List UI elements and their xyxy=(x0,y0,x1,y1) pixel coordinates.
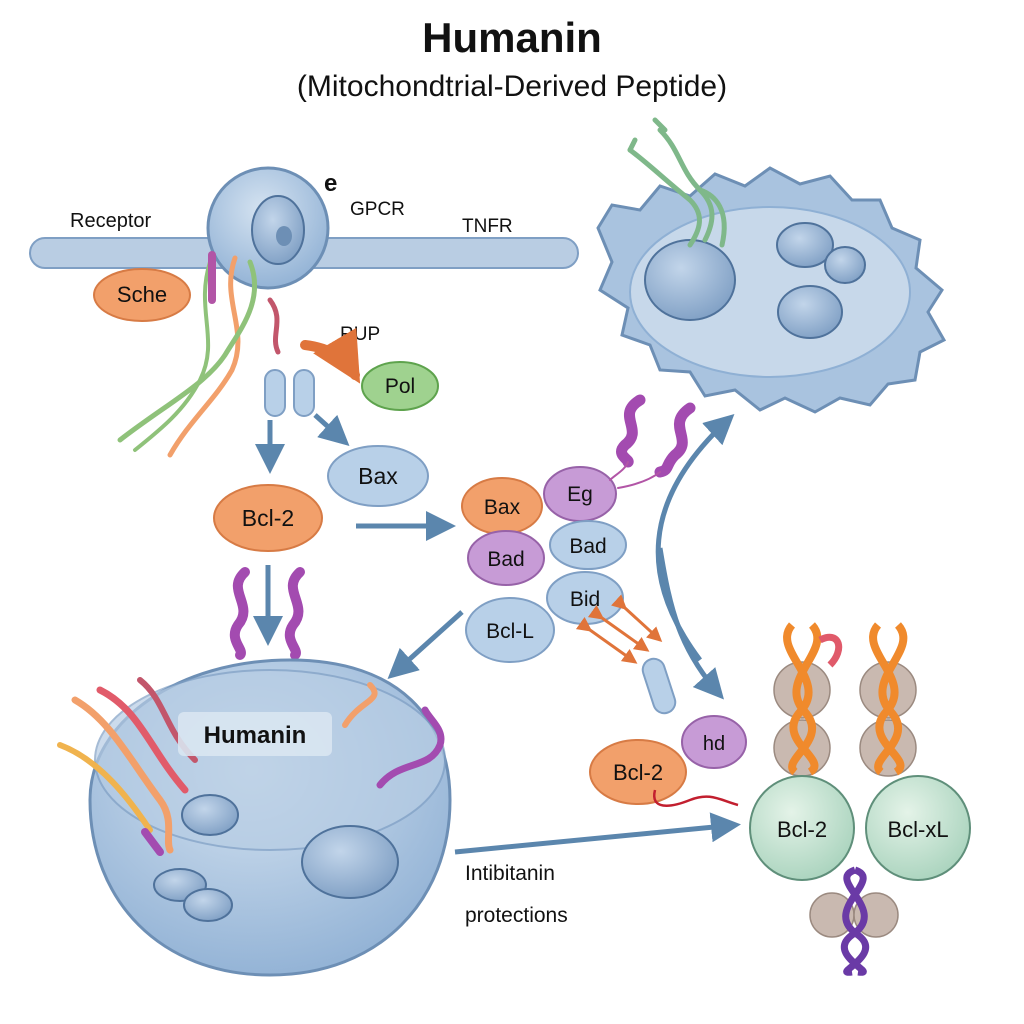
label-tnfr: TNFR xyxy=(462,216,513,237)
arrow-down-to-proteins xyxy=(657,547,724,700)
node-bad-blue: Bad xyxy=(549,520,627,570)
node-bax-cluster: Bax xyxy=(461,477,543,535)
humanin-label: Humanin xyxy=(204,722,307,749)
node-hd-label: hd xyxy=(703,733,725,755)
receptor-fibers xyxy=(117,251,281,458)
fiber-green xyxy=(117,259,258,443)
node-bid-label: Bid xyxy=(570,588,600,611)
label-e: e xyxy=(324,170,337,197)
label-protections: protections xyxy=(465,904,568,927)
label-intibitanin: Intibitanin xyxy=(465,862,555,885)
label-receptor: Receptor xyxy=(70,210,151,232)
node-bcl2-left-label: Bcl-2 xyxy=(242,505,294,531)
node-hd: hd xyxy=(681,715,747,769)
arrow-to-big-cell xyxy=(387,610,464,680)
node-bad-blue-label: Bad xyxy=(569,535,606,558)
capsule-pair xyxy=(264,369,315,417)
node-bcl-xl: Bcl-xL xyxy=(865,775,971,881)
node-bax-top: Bax xyxy=(327,445,429,507)
node-bcl-l: Bcl-L xyxy=(465,597,555,663)
green-receptor xyxy=(627,117,727,248)
node-sche-label: Sche xyxy=(117,282,167,307)
protein-complex-1 xyxy=(773,622,843,777)
protein-complex-3 xyxy=(809,866,899,976)
spiky-organelle-2 xyxy=(776,222,834,268)
vesicle-nucleolus xyxy=(276,226,292,246)
arrow-protection xyxy=(454,812,741,855)
organelle-1 xyxy=(181,794,239,836)
orange-double-arrows xyxy=(575,594,663,664)
membrane-receptor-group xyxy=(29,166,579,290)
spiky-cell xyxy=(596,166,947,414)
arrow-to-bax xyxy=(313,413,350,447)
node-bax-cluster-label: Bax xyxy=(484,496,521,519)
organelle-2 xyxy=(301,825,399,899)
node-eg: Eg xyxy=(543,466,617,522)
diagram-title: Humanin xyxy=(422,14,602,61)
capsule-single xyxy=(641,657,677,715)
node-bid: Bid xyxy=(546,571,624,625)
rup-arrow xyxy=(300,327,361,384)
organelle-4 xyxy=(183,888,233,922)
node-eg-label: Eg xyxy=(567,483,593,506)
label-rup: RUP xyxy=(340,324,380,345)
node-bcl2-left: Bcl-2 xyxy=(213,484,323,552)
fiber-red xyxy=(267,297,281,355)
label-gpcr: GPCR xyxy=(350,199,405,220)
magenta-hooks-right xyxy=(609,394,696,489)
spiky-organelle-1 xyxy=(644,239,736,321)
node-bcl2-low: Bcl-2 xyxy=(589,739,687,805)
node-bcl2-green: Bcl-2 xyxy=(749,775,855,881)
node-pol-label: Pol xyxy=(385,375,415,398)
spiky-organelle-3 xyxy=(824,246,866,284)
red-tail xyxy=(653,789,739,807)
node-bcl-xl-label: Bcl-xL xyxy=(887,817,948,842)
node-bcl2-low-label: Bcl-2 xyxy=(613,760,663,785)
node-pol: Pol xyxy=(361,361,439,411)
fiber-green-2 xyxy=(133,260,212,452)
diagram-subtitle: (Mitochondtrial-Derived Peptide) xyxy=(296,70,728,103)
fiber-orange xyxy=(167,255,241,458)
magenta-hooks-left xyxy=(229,567,305,660)
node-sche: Sche xyxy=(93,268,191,322)
node-bax-top-label: Bax xyxy=(358,463,398,489)
node-bcl2-green-label: Bcl-2 xyxy=(777,817,827,842)
protein-complex-2 xyxy=(859,622,917,777)
spiky-organelle-4 xyxy=(777,285,843,339)
humanin-label-box: Humanin xyxy=(178,712,332,756)
node-bad-purple: Bad xyxy=(467,530,545,586)
node-bcl-l-label: Bcl-L xyxy=(486,620,534,643)
node-bad-purple-label: Bad xyxy=(487,548,524,571)
